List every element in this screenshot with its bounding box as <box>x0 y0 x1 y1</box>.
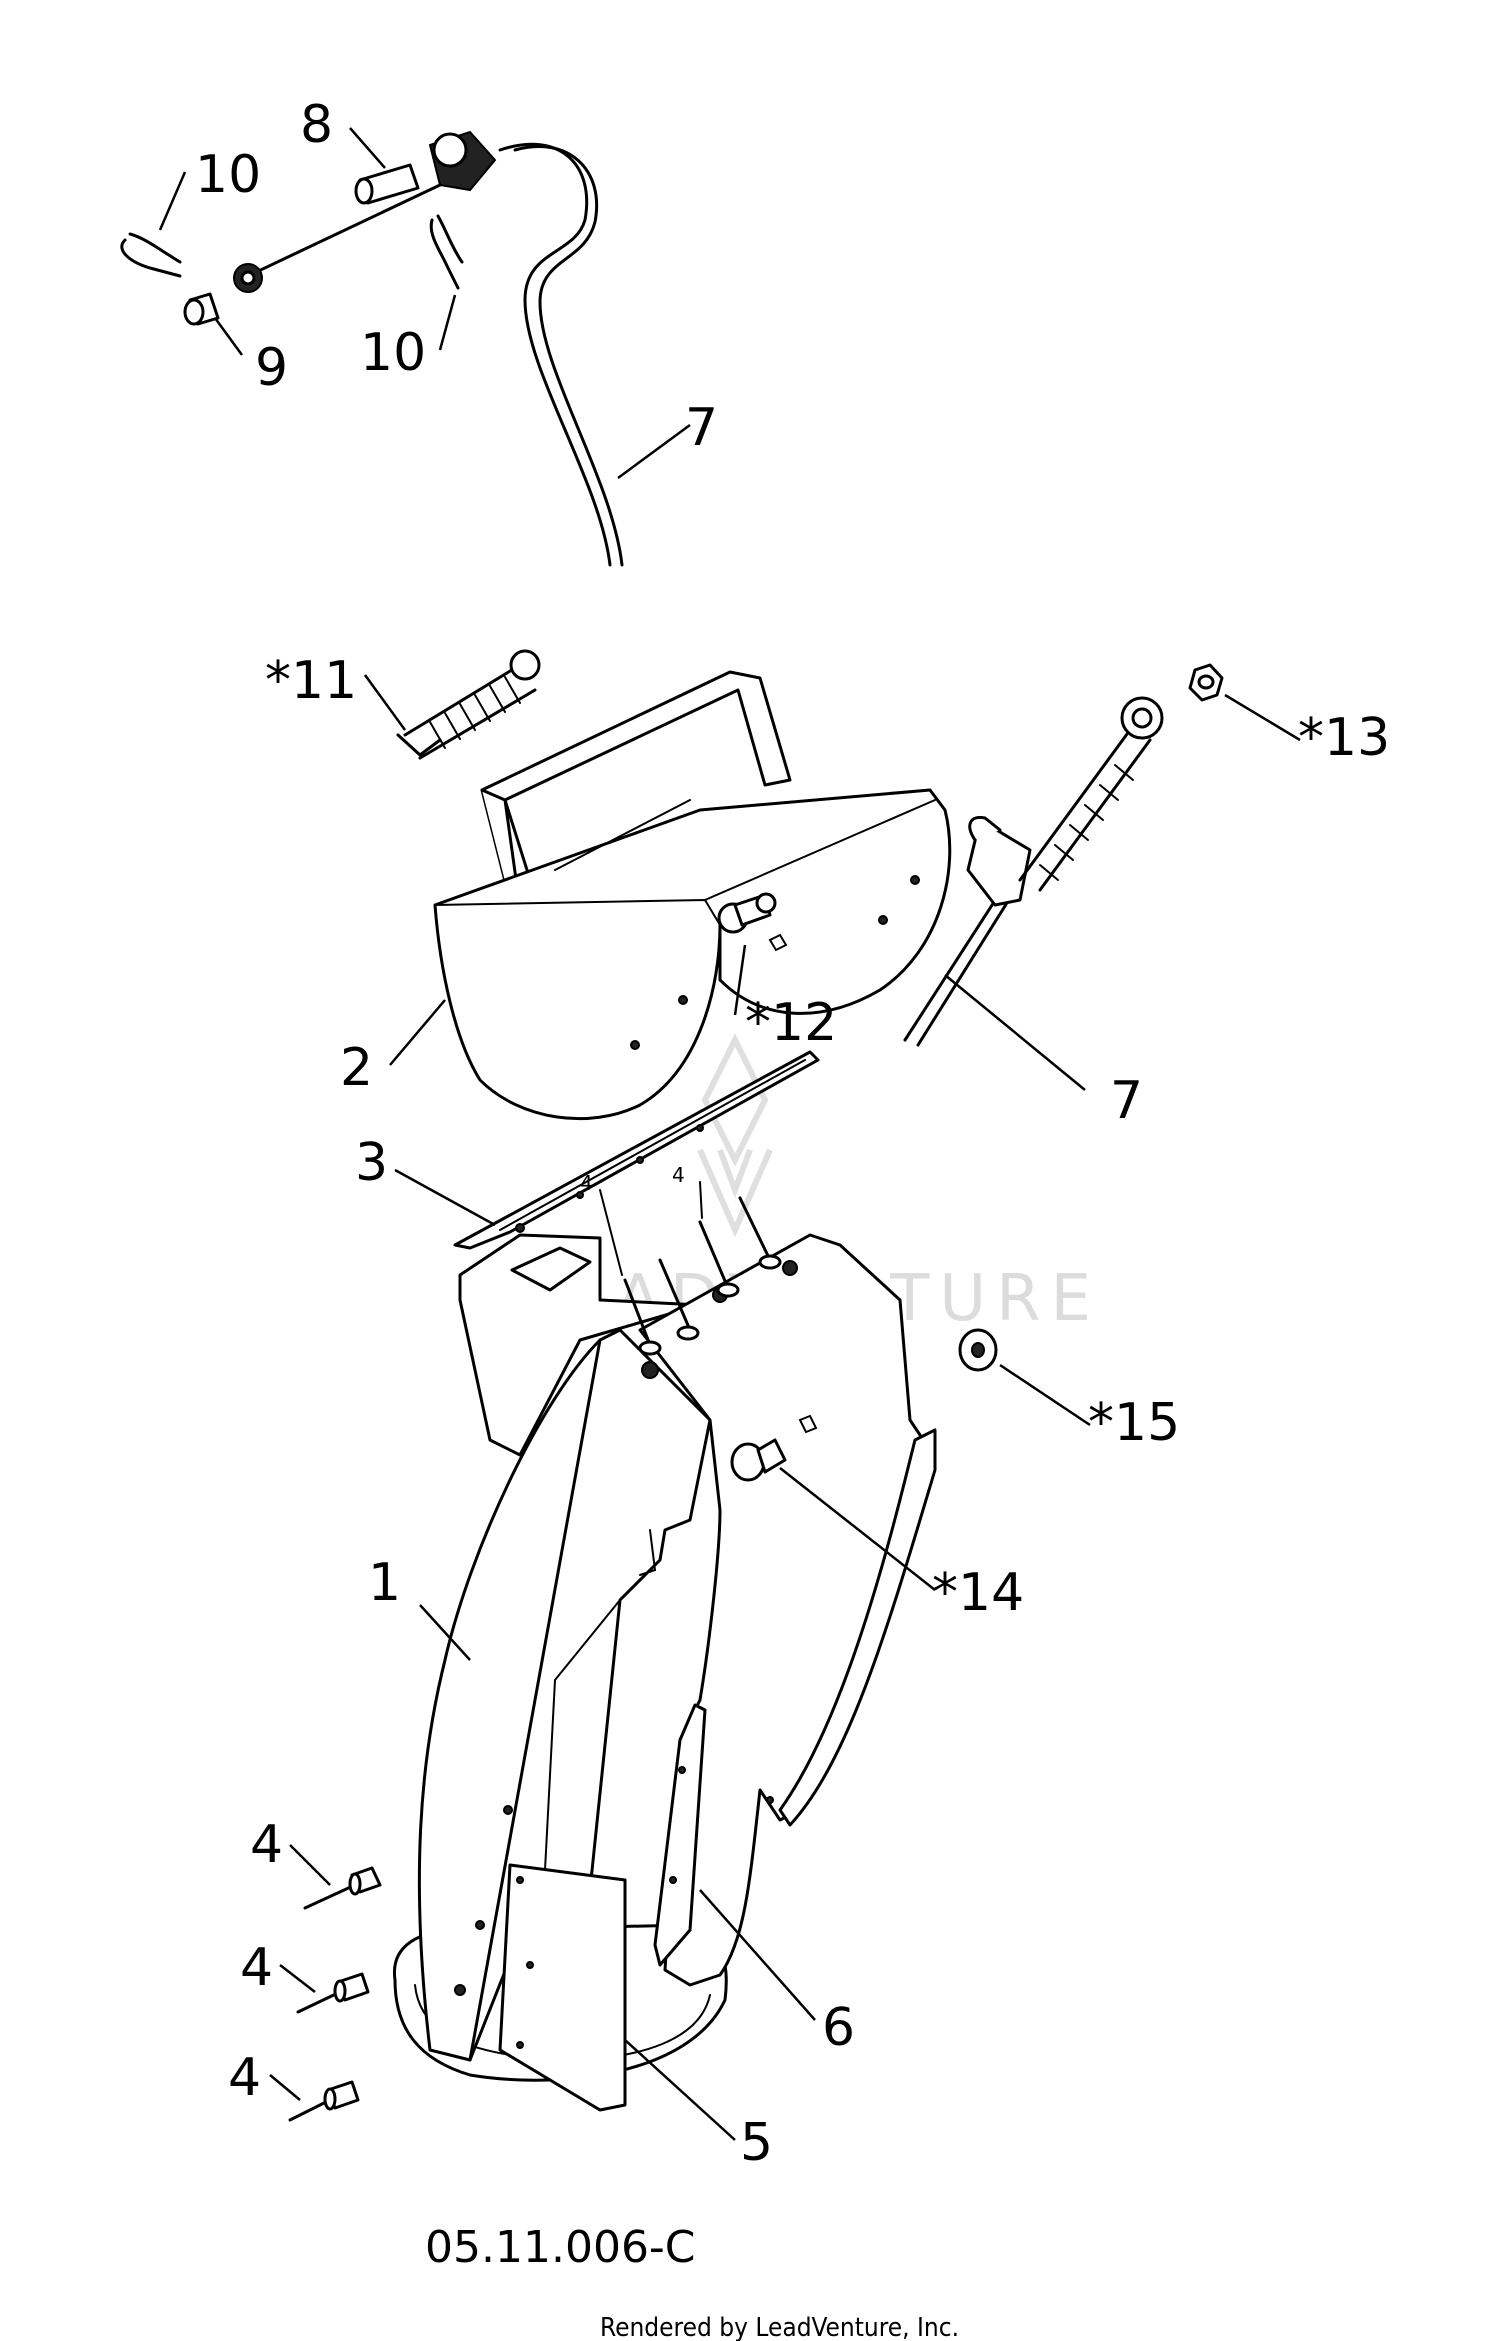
callout-14: *14 <box>932 1563 1024 1623</box>
callout-8: 8 <box>300 95 333 155</box>
callout-12: *12 <box>745 993 837 1053</box>
plate-6 <box>653 1703 707 1967</box>
leader-13 <box>1224 693 1301 742</box>
chute-deflector-2 <box>433 670 952 1121</box>
leader-3 <box>394 1168 496 1227</box>
callout-15: *15 <box>1088 1393 1180 1453</box>
rivets-upper <box>599 1181 782 1356</box>
hairpin-clip-10-right <box>429 214 464 290</box>
bushing-9 <box>183 292 220 326</box>
callout-11: *11 <box>265 651 357 711</box>
callout-4-c: 4 <box>228 2048 261 2108</box>
plate-5 <box>498 1863 627 2112</box>
leader-6 <box>699 1889 816 2021</box>
leaders-top <box>158 127 691 480</box>
callout-7-top: 7 <box>685 398 718 458</box>
callout-4-b: 4 <box>240 1938 273 1998</box>
spring-11 <box>396 649 541 760</box>
pin-8 <box>354 163 420 205</box>
nut-13 <box>1188 663 1224 702</box>
callout-10-right: 10 <box>360 323 426 383</box>
leader-2 <box>389 999 446 1066</box>
callout-13: *13 <box>1298 708 1390 768</box>
callout-1: 1 <box>368 1553 401 1613</box>
callout-10-left: 10 <box>195 145 261 205</box>
leader-14 <box>779 1467 936 1591</box>
leader-4b <box>279 1964 316 1993</box>
deflector-strip-3 <box>453 1050 820 1250</box>
chute-body-1 <box>392 1233 937 2112</box>
callout-3: 3 <box>355 1133 388 1193</box>
leader-11 <box>363 674 407 731</box>
rivet-4c <box>288 2080 360 2122</box>
hairpin-clip-10-left <box>120 232 182 278</box>
callout-4-small-b: 4 <box>672 1163 685 1187</box>
bolt-14 <box>730 1438 787 1482</box>
leader-7b <box>944 974 1086 1091</box>
cable-assembly-right <box>903 696 1164 1047</box>
callout-4-small-a: 4 <box>580 1171 593 1195</box>
rivet-4b <box>296 1972 370 2014</box>
leader-15 <box>999 1363 1091 1427</box>
leader-4a <box>289 1844 331 1886</box>
render-credit: Rendered by LeadVenture, Inc. <box>600 2313 959 2341</box>
diagram-code: 05.11.006-C <box>425 2222 696 2273</box>
callout-4-a: 4 <box>250 1815 283 1875</box>
cable-assembly-top <box>120 130 624 567</box>
callout-2: 2 <box>340 1038 373 1098</box>
leader-1 <box>419 1604 471 1661</box>
callout-7-right: 7 <box>1110 1071 1143 1131</box>
callout-6: 6 <box>822 1998 855 2058</box>
nut-15 <box>958 1328 998 1372</box>
leader-12 <box>733 944 747 1016</box>
leader-5 <box>624 2039 736 2141</box>
callout-9: 9 <box>255 338 288 398</box>
leader-4c <box>269 2074 301 2101</box>
callout-5: 5 <box>740 2113 773 2173</box>
rivet-4a <box>303 1866 382 1910</box>
